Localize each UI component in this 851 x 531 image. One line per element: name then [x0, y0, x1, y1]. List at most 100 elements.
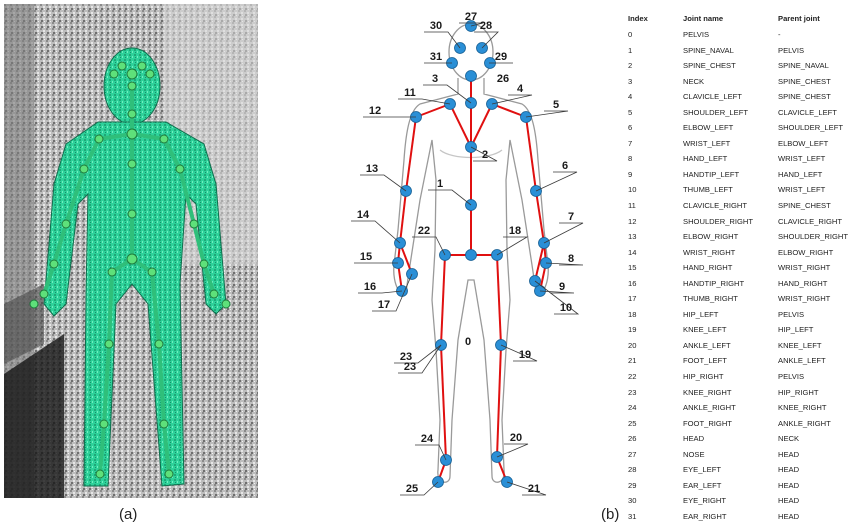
row-parent-joint: HIP_RIGHT — [778, 388, 819, 397]
joint-number-label: 13 — [366, 163, 378, 175]
row-index: 3 — [628, 77, 632, 86]
row-index: 4 — [628, 92, 632, 101]
joint-number-label: 10 — [560, 302, 572, 314]
table-row: 7WRIST_LEFTELBOW_LEFT — [628, 139, 850, 155]
joint-number-label: 30 — [430, 20, 442, 32]
table-row: 28EYE_LEFTHEAD — [628, 465, 850, 481]
joint-number-label: 4 — [517, 83, 524, 95]
joint-number-label: 24 — [421, 433, 434, 445]
table-row: 12 SHOULDER_RIGHT CLAVICLE_RIGHT — [628, 217, 850, 233]
row-index: 24 — [628, 403, 636, 412]
row-index: 15 — [628, 263, 636, 272]
row-index: 1 — [628, 46, 632, 55]
row-joint-name: NECK — [683, 77, 704, 86]
row-joint-name: ELBOW_RIGHT — [683, 232, 738, 241]
row-index: 22 — [628, 372, 636, 381]
row-parent-joint: WRIST_RIGHT — [778, 263, 830, 272]
row-index: 2 — [628, 61, 632, 70]
joint-number-label: 22 — [418, 225, 430, 237]
row-parent-joint: NECK — [778, 434, 799, 443]
row-parent-joint: PELVIS — [778, 46, 804, 55]
row-index: 5 — [628, 108, 632, 117]
header-joint-name: Joint name — [683, 14, 723, 23]
joint-number-label: 18 — [509, 225, 521, 237]
table-row: 29EAR_LEFTHEAD — [628, 481, 850, 497]
row-joint-name: FOOT_RIGHT — [683, 419, 732, 428]
joint-number-label: 5 — [553, 99, 559, 111]
row-parent-joint: HEAD — [778, 496, 799, 505]
bone-segment — [471, 104, 492, 147]
row-joint-name: NOSE — [683, 450, 705, 459]
joint-number-label: 31 — [430, 51, 442, 63]
leader-line — [544, 223, 583, 243]
joint-diagram-panel: 0123456789101112131415161718192021222323… — [340, 0, 590, 500]
row-parent-joint: - — [778, 30, 781, 39]
joint-number-label: 8 — [568, 253, 574, 265]
row-index: 19 — [628, 325, 636, 334]
row-index: 25 — [628, 419, 636, 428]
joint-number-label: 11 — [404, 87, 416, 99]
row-index: 28 — [628, 465, 636, 474]
table-row: 16HANDTIP_RIGHTHAND_RIGHT — [628, 279, 850, 295]
table-row: 0PELVIS- — [628, 30, 850, 46]
row-index: 31 — [628, 512, 636, 521]
table-row: 9HANDTIP_LEFTHAND_LEFT — [628, 170, 850, 186]
row-parent-joint: PELVIS — [778, 310, 804, 319]
bone-segment — [441, 345, 446, 460]
joint-number-label: 17 — [378, 299, 390, 311]
table-row: 4CLAVICLE_LEFTSPINE_CHEST — [628, 92, 850, 108]
row-joint-name: SHOULDER_RIGHT — [683, 217, 753, 226]
bone-segment — [441, 255, 445, 345]
row-index: 23 — [628, 388, 636, 397]
row-joint-name: HIP_LEFT — [683, 310, 718, 319]
table-row: 21FOOT_LEFTANKLE_LEFT — [628, 356, 850, 372]
row-index: 27 — [628, 450, 636, 459]
row-joint-name: EYE_RIGHT — [683, 496, 726, 505]
row-index: 26 — [628, 434, 636, 443]
row-index: 9 — [628, 170, 632, 179]
row-parent-joint: HEAD — [778, 512, 799, 521]
joint-number-label: 19 — [519, 349, 531, 361]
row-parent-joint: HAND_RIGHT — [778, 279, 827, 288]
row-joint-name: SPINE_NAVAL — [683, 46, 734, 55]
joint-number-label: 29 — [495, 51, 507, 63]
joint-dot — [466, 71, 477, 82]
joint-number-label: 28 — [480, 20, 492, 32]
joint-number-label: 27 — [465, 11, 477, 23]
depth-image — [4, 4, 258, 498]
leader-line — [351, 221, 400, 243]
joint-number-label: 26 — [497, 73, 509, 85]
row-joint-name: ANKLE_LEFT — [683, 341, 731, 350]
joint-number-label: 1 — [437, 178, 443, 190]
row-joint-name: CLAVICLE_RIGHT — [683, 201, 747, 210]
row-index: 12 — [628, 217, 636, 226]
row-index: 10 — [628, 185, 636, 194]
row-parent-joint: PELVIS — [778, 372, 804, 381]
leader-line — [507, 482, 546, 495]
row-parent-joint: HAND_LEFT — [778, 170, 822, 179]
joint-number-label: 14 — [357, 209, 370, 221]
joint-number-label: 20 — [510, 432, 522, 444]
table-row: 10THUMB_LEFTWRIST_LEFT — [628, 185, 850, 201]
depth-image-panel — [4, 4, 258, 498]
row-joint-name: FOOT_LEFT — [683, 356, 727, 365]
row-parent-joint: SPINE_CHEST — [778, 201, 831, 210]
leader-line — [360, 175, 406, 191]
row-parent-joint: CLAVICLE_RIGHT — [778, 217, 842, 226]
row-joint-name: PELVIS — [683, 30, 709, 39]
row-joint-name: KNEE_LEFT — [683, 325, 726, 334]
joint-number-label: 23 — [404, 361, 416, 373]
leader-line — [497, 444, 528, 457]
row-index: 11 — [628, 201, 636, 210]
bone-segment — [450, 104, 471, 147]
